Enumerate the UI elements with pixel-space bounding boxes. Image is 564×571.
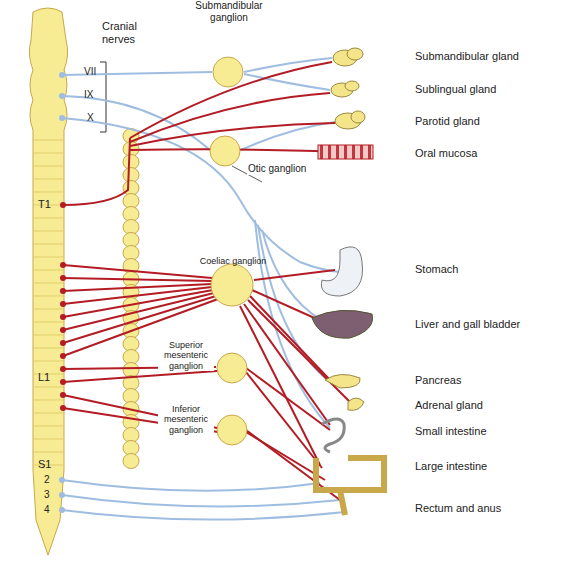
spinal-level: 4 [44,504,50,516]
organ-label: Oral mucosa [415,147,477,160]
organ-label: Submandibular gland [415,50,519,63]
ganglion: Submandibular ganglion [212,56,244,88]
ganglion-label: Coeliac ganglion [187,256,279,266]
spinal-level: S1 [38,458,51,471]
cranial-nerve-number: IX [84,89,93,101]
cranial-nerve-number: VII [84,66,96,78]
organ-label: Pancreas [415,374,461,387]
organ-label: Small intestine [415,425,487,438]
organ-label: Large intestine [415,460,487,473]
ganglion-label: Inferior mesenteric ganglion [158,404,214,435]
spinal-level: L1 [38,371,50,384]
ganglion-label: Submandibular ganglion [183,0,275,23]
ganglion: Inferior mesenteric ganglion [216,414,248,446]
spinal-level: 3 [44,489,50,501]
ganglion-circle [216,414,248,446]
spinal-cord [29,8,67,555]
spinal-level: 2 [44,474,50,486]
organ-label: Stomach [415,263,458,276]
parasympathetic-fibres [62,58,345,520]
bracket [100,62,106,132]
cranial-nerve-number: X [87,112,94,124]
organ-label: Parotid gland [415,115,480,128]
organ-label: Adrenal gland [415,399,483,412]
organ-label: Rectum and anus [415,502,501,515]
organ-label: Liver and gall bladder [415,318,520,331]
ganglion: Otic ganglion [209,135,241,167]
sympathetic-fibres [63,62,355,500]
ganglion-circle [216,352,248,384]
organs [312,48,384,515]
ganglion-circle [212,56,244,88]
spinal-level: T1 [38,198,51,211]
ganglion-label: Superior mesenteric ganglion [158,340,214,371]
ganglion-circle [210,263,254,307]
ganglion-circle [209,135,241,167]
ganglion: Superior mesenteric ganglion [216,352,248,384]
ganglion-label: Otic ganglion [247,163,329,175]
organ-label: Sublingual gland [415,83,496,96]
nerve-group-label: Cranial nerves [102,20,152,45]
ganglion: Coeliac ganglion [210,263,254,307]
